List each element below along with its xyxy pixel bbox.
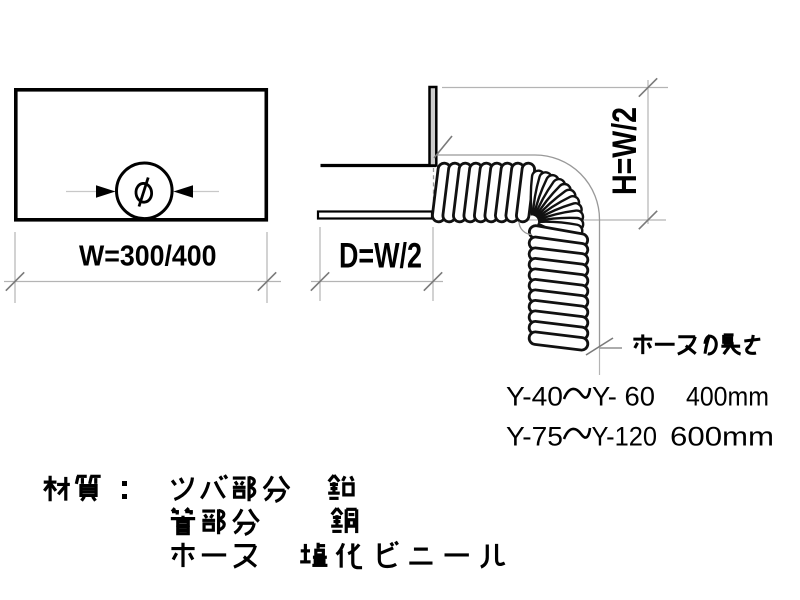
svg-text:Y- 60: Y- 60: [592, 382, 655, 412]
svg-text:Y-75: Y-75: [506, 422, 563, 452]
svg-text:H=W/2: H=W/2: [606, 107, 644, 195]
svg-text:D=W/2: D=W/2: [339, 237, 422, 276]
svg-text:400mm: 400mm: [686, 382, 769, 412]
svg-text:Y-120: Y-120: [592, 422, 658, 452]
svg-text:600mm: 600mm: [670, 422, 774, 452]
svg-text:W=300/400: W=300/400: [79, 241, 217, 273]
svg-text:Y-40: Y-40: [506, 382, 563, 412]
